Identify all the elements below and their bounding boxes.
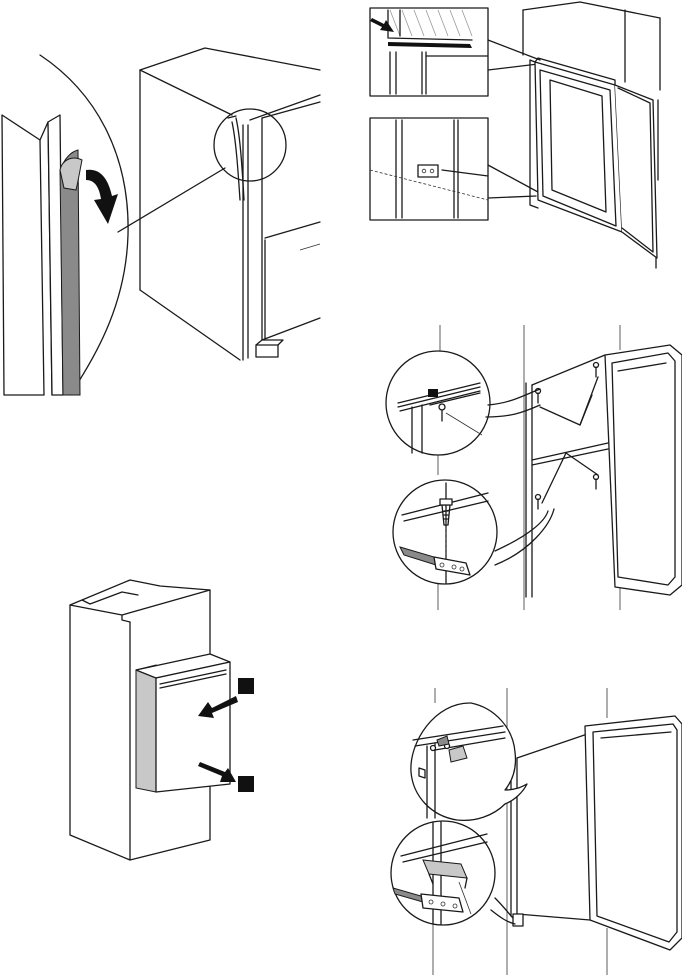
screw-icon — [536, 363, 599, 510]
figure-door-screws — [370, 325, 682, 610]
figure-door-align — [360, 0, 682, 280]
figure-hinge-cover — [375, 688, 682, 975]
magnifier-lower — [391, 821, 495, 925]
cabinet-door — [511, 716, 682, 950]
marker-square — [238, 678, 254, 694]
seal-strip-zoomed — [2, 115, 82, 395]
figure-seal-peel — [0, 0, 340, 400]
magnifier-upper — [386, 351, 490, 455]
cabinet-outline — [140, 48, 320, 360]
curved-arrow-icon — [86, 170, 118, 224]
inset-bottom — [370, 118, 488, 220]
cabinet-open-door — [523, 2, 660, 268]
magnifier-lower — [393, 480, 497, 584]
magnifier-upper — [411, 703, 527, 820]
marker-square — [238, 776, 254, 792]
cabinet-door — [526, 345, 682, 597]
figure-push-appliance — [60, 570, 280, 870]
inset-top — [370, 8, 488, 96]
